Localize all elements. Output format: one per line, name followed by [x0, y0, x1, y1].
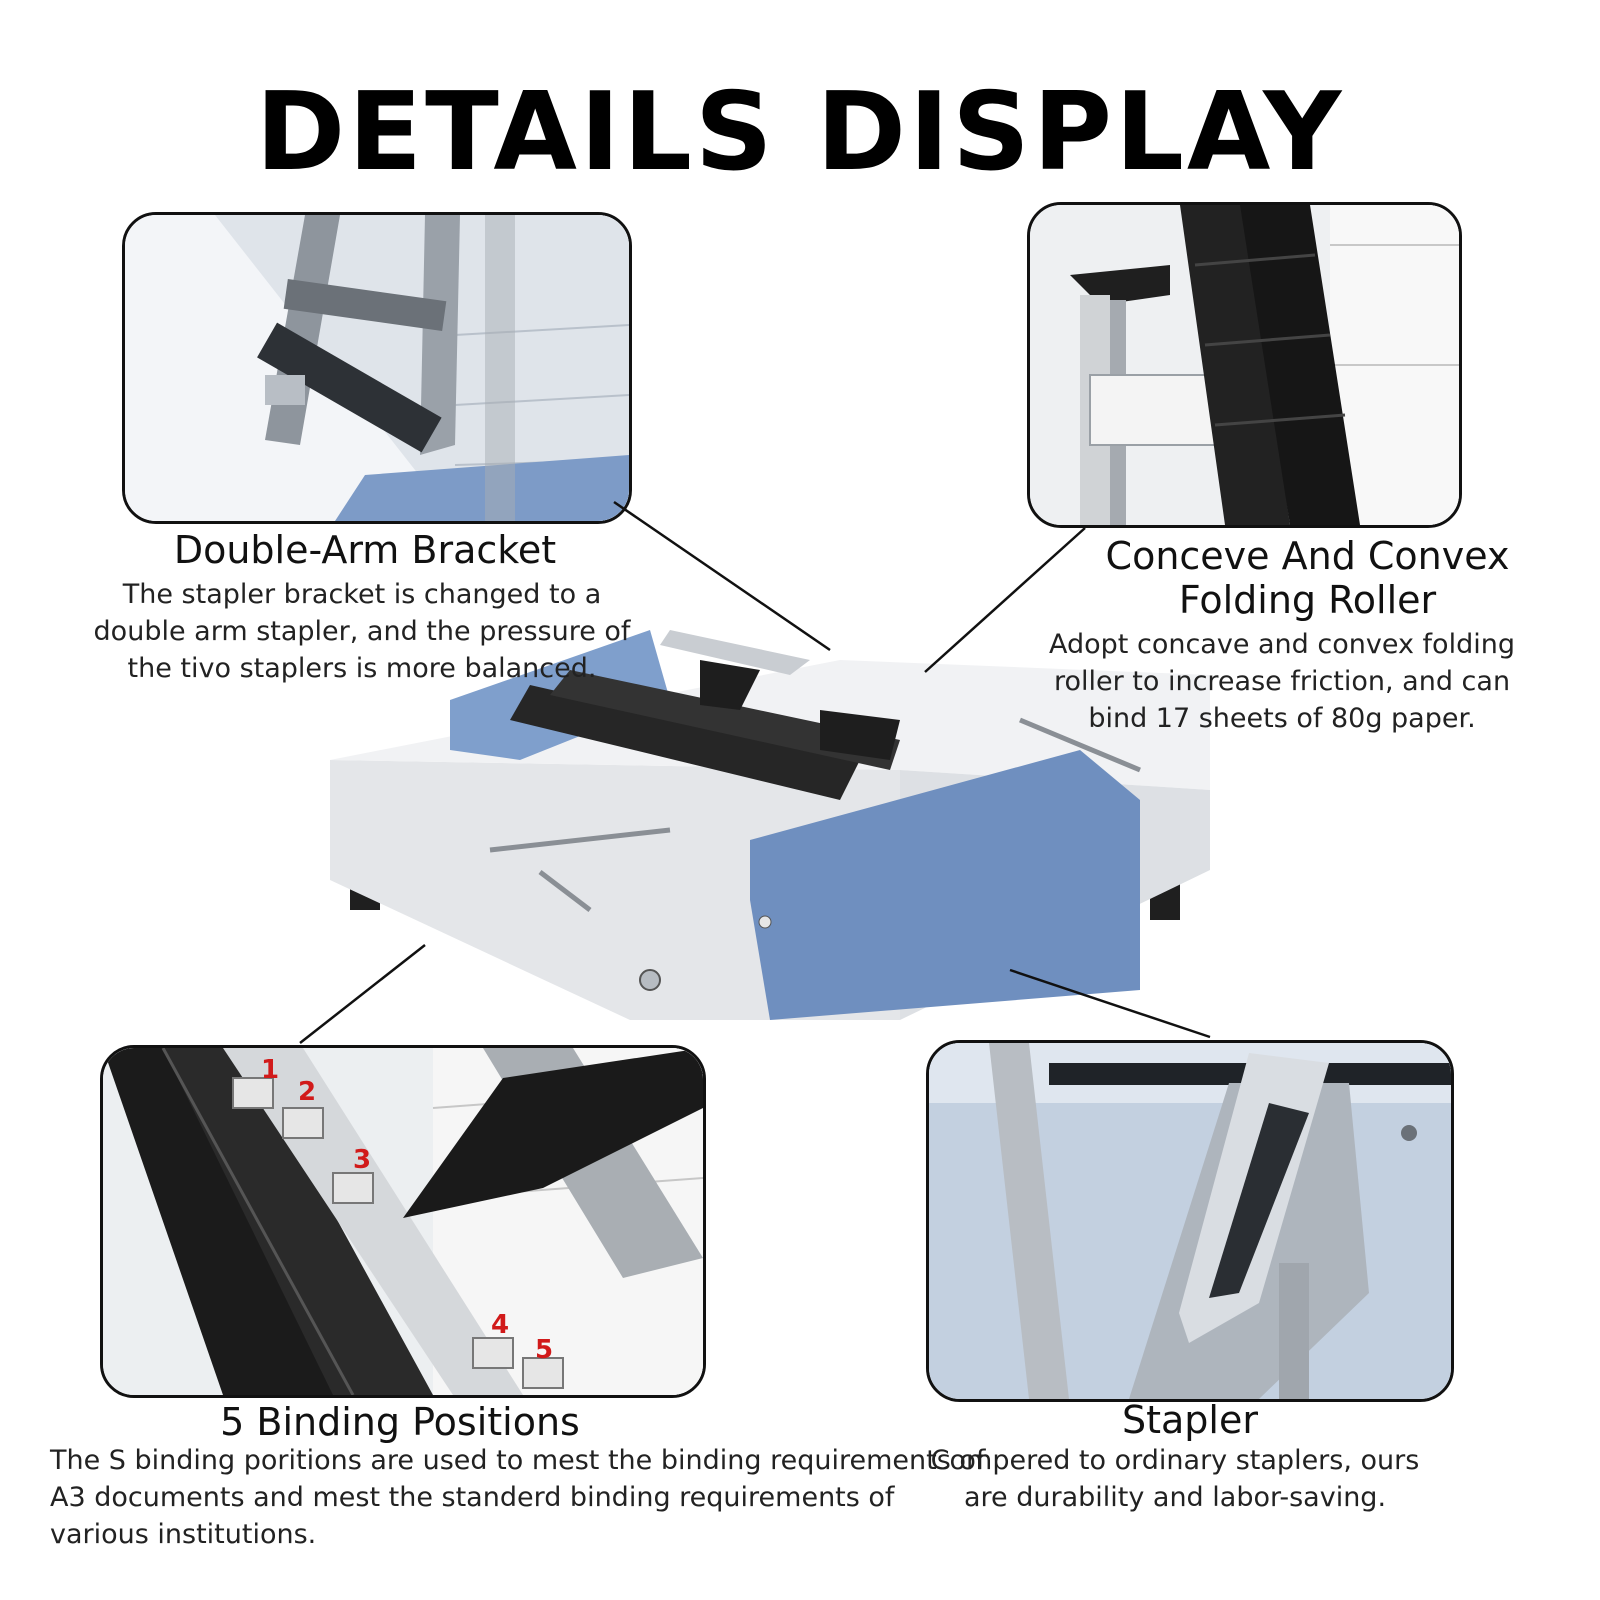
roller-heading: Conceve And Convex Folding Roller — [1105, 534, 1510, 622]
roller-detail-image — [1027, 202, 1462, 528]
bracket-heading: Double-Arm Bracket — [173, 528, 557, 572]
stapler-description: Compered to ordinary staplers, ours are … — [930, 1445, 1420, 1513]
stapler-detail-image — [926, 1040, 1454, 1402]
position-mark-4: 4 — [491, 1310, 509, 1340]
binding-detail-image: 1 2 3 4 5 — [100, 1045, 706, 1398]
bracket-detail-image — [122, 212, 632, 524]
position-mark-1: 1 — [261, 1055, 279, 1085]
position-mark-3: 3 — [353, 1145, 371, 1175]
binding-description: The S binding poritions are used to mest… — [50, 1445, 986, 1550]
bracket-description: The stapler bracket is changed to a doub… — [93, 579, 631, 684]
page-title: DETAILS DISPLAY — [255, 70, 1345, 195]
booklet-maker-machine — [330, 630, 1210, 1020]
position-mark-5: 5 — [535, 1335, 553, 1365]
position-mark-2: 2 — [298, 1077, 316, 1107]
binding-heading: 5 Binding Positions — [220, 1400, 580, 1444]
stapler-heading: Stapler — [1122, 1398, 1258, 1442]
roller-description: Adopt concave and convex folding roller … — [1049, 629, 1515, 734]
